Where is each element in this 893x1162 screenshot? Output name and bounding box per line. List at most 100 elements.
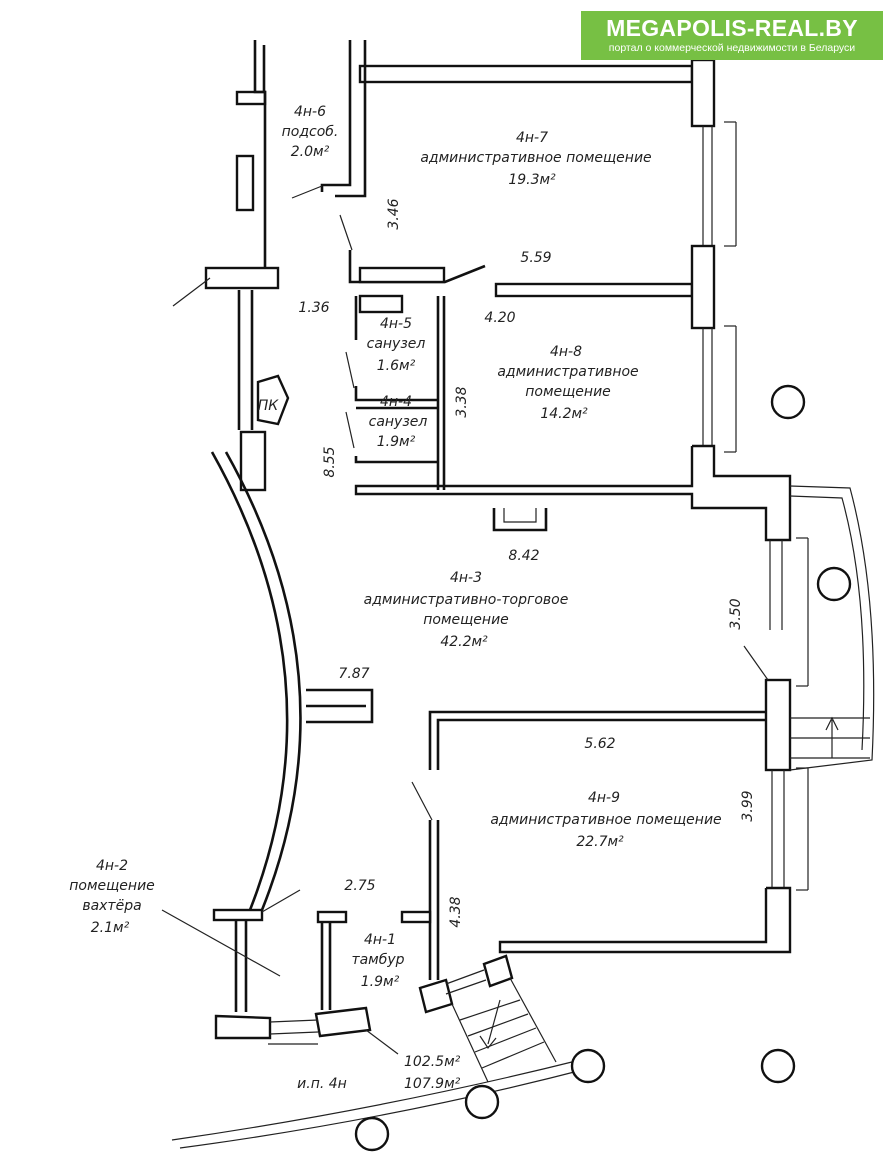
column — [570, 1048, 606, 1084]
room-8-name2: помещение — [525, 384, 611, 400]
room-4-id: 4н-4 — [380, 394, 412, 410]
leader — [743, 645, 769, 681]
stair-arrow-head — [479, 1035, 497, 1050]
wall-bath-mid — [354, 386, 438, 402]
wall-left-upper — [253, 40, 267, 268]
site-name: MEGAPOLIS-REAL.BY — [606, 15, 858, 41]
wall-segment — [212, 908, 264, 922]
stair-side — [509, 977, 557, 1063]
door-swing — [345, 351, 355, 389]
dimension-labels: 3.46 5.59 1.36 4.20 3.38 8.55 8.42 3.50 … — [298, 198, 756, 927]
wall-room9-bottom — [498, 886, 792, 954]
stair-step — [467, 1013, 529, 1037]
wall-landing — [204, 266, 280, 290]
room-6-id: 4н-6 — [294, 104, 326, 120]
room-7-id: 4н-7 — [516, 130, 548, 146]
entrance-block — [214, 1014, 272, 1040]
total-area-1: 102.5м² — [404, 1054, 461, 1070]
ip-label: и.п. 4н — [297, 1076, 347, 1092]
room-9-id: 4н-9 — [588, 790, 620, 806]
wall-stub — [306, 688, 374, 724]
room-8-area: 14.2м² — [540, 406, 588, 422]
stair-arrow — [487, 999, 501, 1045]
curved-wall-inner — [224, 451, 302, 911]
room-3-name1: административно-торговое — [364, 592, 569, 608]
column — [816, 566, 852, 602]
stair-side — [451, 1003, 489, 1083]
wall-bath-bottom — [354, 456, 438, 464]
room-7-area: 19.3м² — [508, 172, 556, 188]
door-swing — [339, 214, 353, 251]
dim-1-36: 1.36 — [298, 300, 329, 316]
room-4-name: санузел — [369, 414, 428, 430]
wall-right-1 — [690, 58, 716, 128]
column — [464, 1084, 500, 1120]
room-2-name2: вахтёра — [82, 898, 141, 914]
door-swing — [291, 185, 323, 199]
room-labels: 4н-6 подсоб. 2.0м² 4н-7 административное… — [69, 104, 721, 1092]
curved-wall-outer — [210, 451, 289, 911]
dim-2-75: 2.75 — [344, 878, 375, 894]
wall-niche — [235, 154, 255, 212]
room-1-name: тамбур — [351, 952, 404, 968]
room-1-id: 4н-1 — [364, 932, 396, 948]
room-8-id: 4н-8 — [550, 344, 582, 360]
wall-segment — [235, 90, 267, 106]
wall-bath-block — [358, 294, 404, 314]
wall-segment — [400, 910, 432, 924]
room-6-name: подсоб. — [282, 124, 339, 140]
stair-line — [445, 979, 487, 995]
column — [770, 384, 806, 420]
wall-pillar — [239, 430, 267, 492]
site-banner[interactable]: MEGAPOLIS-REAL.BY портал о коммерческой … — [581, 11, 883, 60]
leader — [161, 909, 281, 977]
wall-top — [358, 64, 694, 84]
wall-segment — [316, 910, 348, 924]
landing-edge — [172, 277, 211, 307]
stair-line — [445, 969, 485, 985]
wall-7-8-block — [358, 266, 446, 284]
room-6-area: 2.0м² — [291, 144, 330, 160]
room-2-id: 4н-2 — [96, 858, 128, 874]
wall-partition-6-7-inner — [335, 40, 367, 198]
dim-3-46: 3.46 — [386, 198, 402, 229]
room-9-area: 22.7м² — [576, 834, 624, 850]
stair-step — [474, 1027, 537, 1053]
entrance-glass — [269, 1019, 319, 1023]
room-3-id: 4н-3 — [450, 570, 482, 586]
leader — [365, 1029, 399, 1055]
entrance-block — [314, 1006, 372, 1038]
room-3-area: 42.2м² — [440, 634, 488, 650]
stair-block — [418, 978, 454, 1014]
columns — [354, 384, 852, 1152]
stair-block — [482, 954, 514, 988]
room-2-area: 2.1м² — [91, 920, 130, 936]
dim-8-42: 8.42 — [508, 548, 539, 564]
niche — [492, 508, 548, 532]
column — [760, 1048, 796, 1084]
column — [354, 1116, 390, 1152]
stair-arrow-head — [825, 716, 839, 731]
room-4-area: 1.9м² — [377, 434, 416, 450]
room-2-name1: помещение — [69, 878, 155, 894]
door-swing — [261, 889, 301, 913]
room-5-id: 4н-5 — [380, 316, 412, 332]
dim-7-87: 7.87 — [338, 666, 369, 682]
room-7-name: административное помещение — [420, 150, 651, 166]
room-3-name2: помещение — [423, 612, 509, 628]
wall-room8-bottom — [354, 444, 792, 542]
room-8-name1: административное — [497, 364, 638, 380]
fire-cabinet-label: ПК — [258, 398, 280, 414]
fire-hydrant-box — [256, 374, 290, 426]
room-5-area: 1.6м² — [377, 358, 416, 374]
site-tagline: портал о коммерческой недвижимости в Бел… — [608, 42, 856, 54]
niche-inner — [503, 508, 537, 523]
dim-5-59: 5.59 — [520, 250, 551, 266]
wall-7-8-right — [494, 282, 694, 298]
room-5-name: санузел — [367, 336, 426, 352]
wall-right-2 — [690, 244, 716, 330]
stair-step — [481, 1041, 545, 1069]
ground-arc — [171, 1059, 581, 1141]
dim-3-99: 3.99 — [740, 790, 756, 821]
